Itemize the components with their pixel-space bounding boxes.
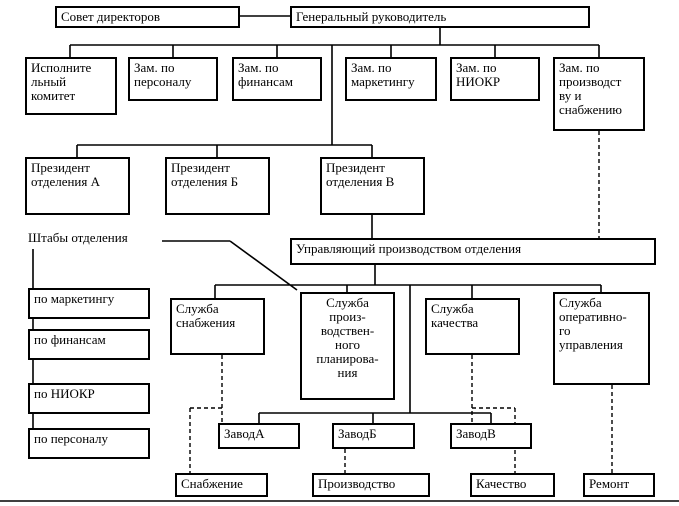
node-president-division-c: Президент отделения В [320, 157, 425, 215]
node-general-manager: Генеральный руководитель [290, 6, 590, 28]
node-president-division-b: Президент отделения Б [165, 157, 270, 215]
node-staff-finance: по финансам [28, 329, 150, 360]
node-plant-c: ЗаводВ [450, 423, 532, 449]
node-quality-dept: Качество [470, 473, 555, 497]
node-division-production-manager: Управляющий производством отделения [290, 238, 656, 265]
node-quality-service: Служба качества [425, 298, 520, 355]
node-deputy-personnel: Зам. по персоналу [128, 57, 218, 101]
node-production-dept: Производство [312, 473, 430, 497]
node-president-division-a: Президент отделения А [25, 157, 130, 215]
node-deputy-rnd: Зам. по НИОКР [450, 57, 540, 101]
node-staff-marketing: по маркетингу [28, 288, 150, 319]
node-deputy-production-supply: Зам. по производст ву и снабжению [553, 57, 645, 131]
node-deputy-marketing: Зам. по маркетингу [345, 57, 437, 101]
node-staff-rnd: по НИОКР [28, 383, 150, 414]
label-division-staffs: Штабы отделения [28, 231, 162, 249]
node-operations-management-service: Служба оперативно- го управления [553, 292, 650, 385]
solid-connectors [0, 15, 679, 502]
node-deputy-finance: Зам. по финансам [232, 57, 322, 101]
node-board-of-directors: Совет директоров [55, 6, 240, 28]
dashed-connectors [189, 131, 613, 473]
node-maintenance-dept: Ремонт [583, 473, 655, 497]
node-supply-dept: Снабжение [175, 473, 268, 497]
node-supply-service: Служба снабжения [170, 298, 265, 355]
node-staff-personnel: по персоналу [28, 428, 150, 459]
node-plant-a: ЗаводА [218, 423, 300, 449]
node-production-planning-service: Служба произ- водствен- ного планирова- … [300, 292, 395, 400]
node-executive-committee: Исполните льный комитет [25, 57, 117, 115]
node-plant-b: ЗаводБ [332, 423, 415, 449]
